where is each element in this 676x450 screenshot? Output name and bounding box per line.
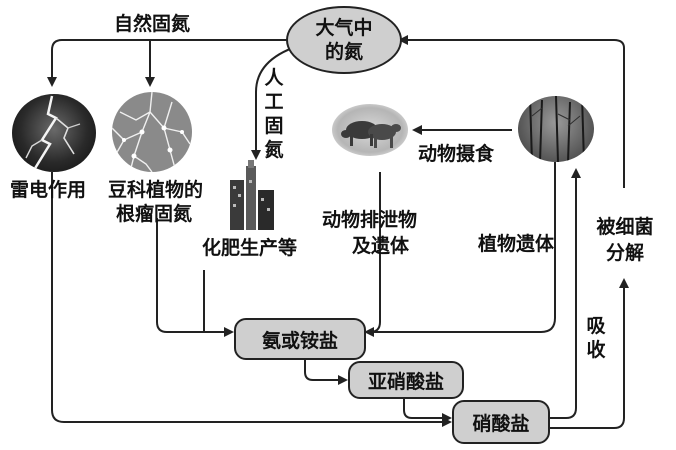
fertilizer-label: 化肥生产等 <box>202 237 298 259</box>
plant-remains-label: 植物遗体 <box>478 233 555 255</box>
arrow-legume-to-ammonia <box>156 218 234 337</box>
atmosphere-nitrogen-node: 大气中 的氮 <box>286 6 402 74</box>
trees-icon <box>529 96 585 162</box>
cattle-image <box>332 104 408 156</box>
atmosphere-label-line1: 大气中 <box>315 17 373 39</box>
legume-label-line1: 豆科植物的 <box>108 179 204 201</box>
legume-label-line2: 根瘤固氮 <box>116 203 193 225</box>
arrow-nitrate-to-decomposition <box>548 278 629 429</box>
ammonia-node: 氨或铵盐 <box>234 318 366 360</box>
nitrate-node: 硝酸盐 <box>452 400 550 444</box>
forest-image <box>518 96 594 162</box>
arrow-ammonia-to-nitrite <box>304 358 348 385</box>
natural-fixation-label: 自然固氮 <box>114 13 191 35</box>
arrow-lightning-to-nitrate <box>51 172 452 427</box>
legume-roots-image <box>112 92 192 172</box>
root-nodules-icon <box>112 92 191 172</box>
arrow-natural-fixation <box>47 39 290 87</box>
factory-icon <box>230 160 274 230</box>
lightning-bolt-icon <box>25 95 81 171</box>
absorption-label: 吸收 <box>586 315 606 361</box>
arrow-nitrite-to-nitrate <box>403 396 452 423</box>
industrial-fixation-label: 人工固氮 <box>264 67 284 161</box>
factory-image <box>226 160 278 230</box>
bacterial-decomposition-label: 被细菌分解 <box>596 216 654 264</box>
animal-waste-label-line1: 动物排泄物 <box>322 209 418 231</box>
arrow-plant-remains-to-ammonia <box>366 162 556 333</box>
atmosphere-label-line2: 的氮 <box>324 41 363 63</box>
arrow-decomposition-to-atmosphere <box>398 35 625 188</box>
animal-feeding-label: 动物摄食 <box>418 143 495 165</box>
arrow-absorption <box>548 168 581 419</box>
cattle-icon <box>341 121 401 148</box>
lightning-image <box>12 94 96 172</box>
animal-waste-label-line2: 及遗体 <box>352 235 410 257</box>
nitrite-node: 亚硝酸盐 <box>348 361 464 399</box>
lightning-label: 雷电作用 <box>10 179 87 201</box>
